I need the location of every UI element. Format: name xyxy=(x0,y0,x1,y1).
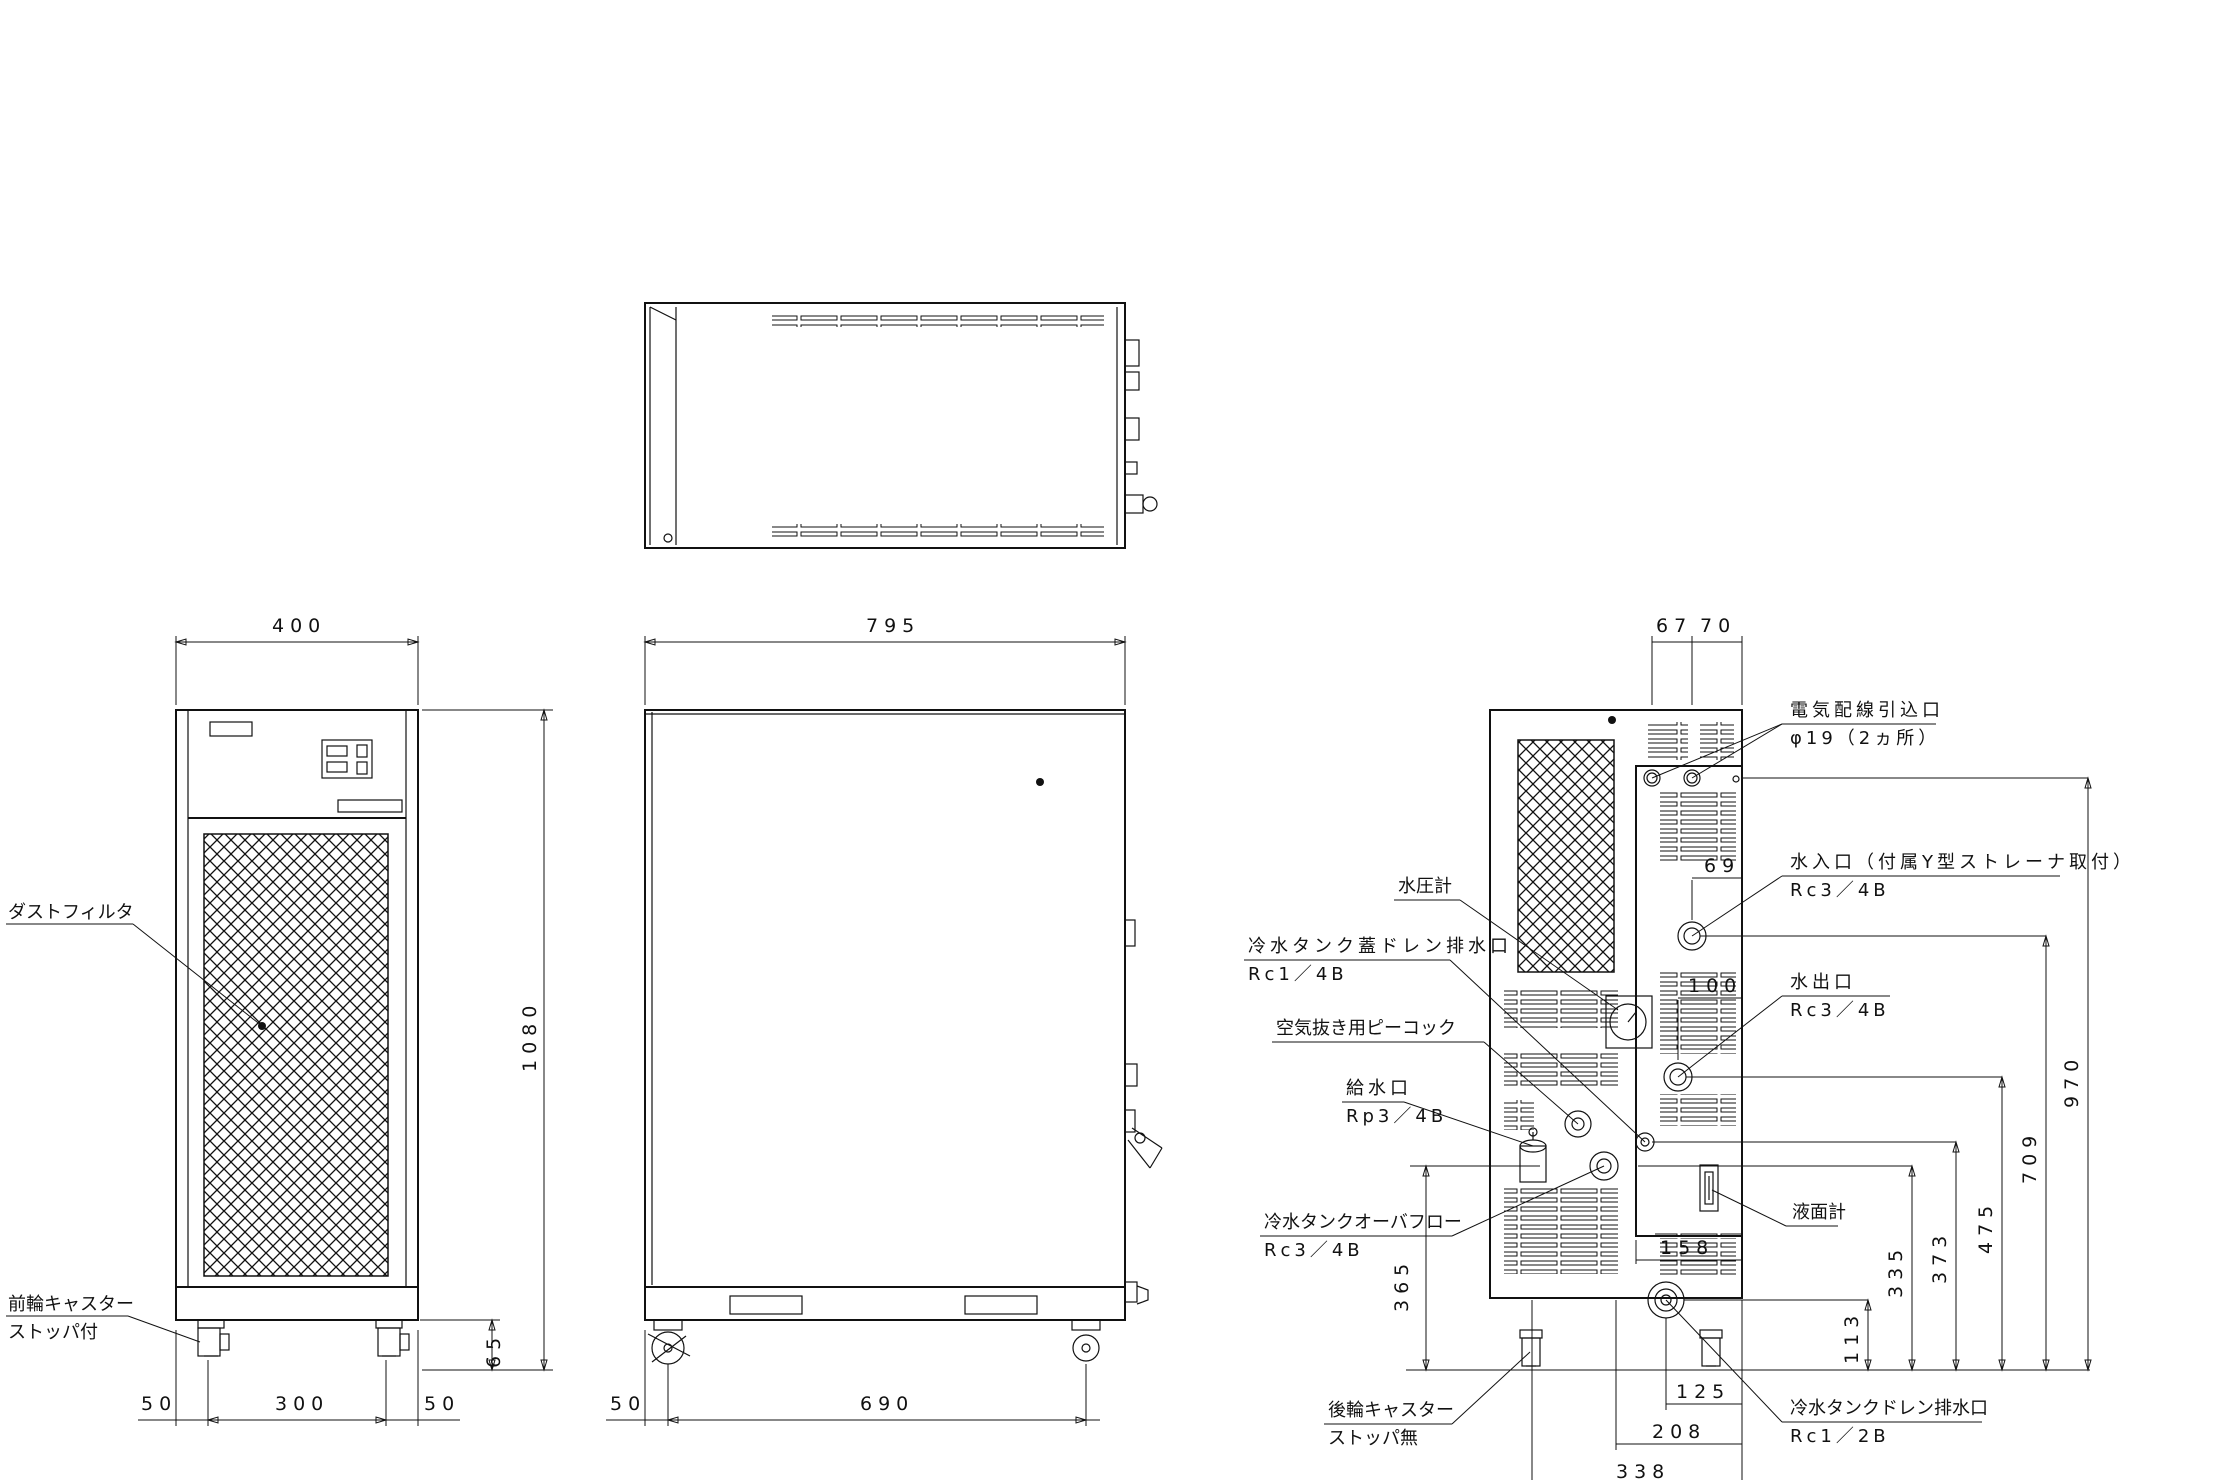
top-view xyxy=(644,302,1158,549)
label-water-inlet-2: Rc3／4B xyxy=(1790,880,1890,901)
rear-labels: 電気配線引込口 φ19（2ヵ所） 水入口（付属Y型ストレーナ取付） Rc3／4B… xyxy=(1244,700,2135,1449)
side-caster-right xyxy=(1071,1319,1101,1362)
label-fill-port-2: Rp3／4B xyxy=(1346,1106,1447,1127)
dim-rear-69: 69 xyxy=(1704,855,1740,877)
dim-rear-338: 338 xyxy=(1616,1461,1670,1480)
dim-side-length: 795 xyxy=(866,615,920,637)
label-front-caster-1: 前輪キャスター xyxy=(8,1294,134,1315)
front-dimensions: 400 1080 65 50 300 50 xyxy=(138,615,553,1426)
label-water-outlet-1: 水出口 xyxy=(1790,972,1856,993)
front-caster-right xyxy=(375,1319,410,1357)
label-elec-inlet-2: φ19（2ヵ所） xyxy=(1790,728,1940,749)
label-dust-filter: ダストフィルタ xyxy=(8,902,134,923)
dim-front-pitch: 300 xyxy=(275,1393,329,1415)
rear-caster-left xyxy=(1519,1329,1543,1367)
rear-dimensions: 67 70 69 100 158 365 113 335 373 475 709 xyxy=(1391,615,2092,1480)
front-view xyxy=(175,709,419,1357)
dim-rear-125: 125 xyxy=(1676,1381,1730,1403)
dim-rear-365: 365 xyxy=(1391,1258,1413,1312)
side-view xyxy=(644,709,1163,1365)
dim-rear-158: 158 xyxy=(1660,1237,1714,1259)
label-rear-caster-1: 後輪キャスター xyxy=(1328,1400,1454,1421)
dim-rear-709: 709 xyxy=(2019,1130,2041,1184)
label-front-caster-2: ストッパ付 xyxy=(8,1322,98,1343)
label-fill-port-1: 給水口 xyxy=(1346,1078,1412,1099)
dim-rear-70: 70 xyxy=(1700,615,1736,637)
dim-front-width: 400 xyxy=(272,615,326,637)
dim-rear-373: 373 xyxy=(1929,1230,1951,1284)
dim-rear-208: 208 xyxy=(1652,1421,1706,1443)
dim-rear-335: 335 xyxy=(1885,1244,1907,1298)
label-lid-drain-2: Rc1／4B xyxy=(1248,964,1348,985)
dim-front-left: 50 xyxy=(141,1393,177,1415)
label-overflow-2: Rc3／4B xyxy=(1264,1240,1364,1261)
dim-side-left: 50 xyxy=(610,1393,646,1415)
dim-rear-100: 100 xyxy=(1688,975,1742,997)
rear-view xyxy=(1489,709,1743,1367)
label-pressure-gauge: 水圧計 xyxy=(1398,876,1452,897)
rear-reference-lines xyxy=(1406,777,2090,1371)
label-tank-drain-1: 冷水タンクドレン排水口 xyxy=(1790,1398,1988,1419)
label-lid-drain-1: 冷水タンク蓋ドレン排水口 xyxy=(1248,936,1512,957)
dim-front-base: 65 xyxy=(483,1332,505,1368)
label-rear-caster-2: ストッパ無 xyxy=(1328,1428,1418,1449)
dim-rear-475: 475 xyxy=(1975,1200,1997,1254)
front-labels: ダストフィルタ 前輪キャスター ストッパ付 xyxy=(6,902,263,1343)
dim-rear-67: 67 xyxy=(1656,615,1692,637)
label-air-vent: 空気抜き用ピーコック xyxy=(1276,1018,1456,1039)
side-caster-left xyxy=(647,1319,691,1365)
rear-caster-right xyxy=(1699,1329,1723,1367)
dim-rear-113: 113 xyxy=(1841,1310,1863,1364)
label-tank-drain-2: Rc1／2B xyxy=(1790,1426,1890,1447)
dim-side-pitch: 690 xyxy=(860,1393,914,1415)
label-elec-inlet-1: 電気配線引込口 xyxy=(1790,700,1944,721)
dim-rear-970: 970 xyxy=(2061,1054,2083,1108)
label-overflow-1: 冷水タンクオーバフロー xyxy=(1264,1212,1462,1233)
dim-front-right: 50 xyxy=(424,1393,460,1415)
label-level-gauge: 液面計 xyxy=(1792,1202,1846,1223)
dim-front-height: 1080 xyxy=(519,1000,541,1072)
side-dimensions: 795 50 690 xyxy=(606,615,1127,1426)
label-water-outlet-2: Rc3／4B xyxy=(1790,1000,1890,1021)
label-water-inlet-1: 水入口（付属Y型ストレーナ取付） xyxy=(1790,852,2135,873)
front-caster-left xyxy=(197,1319,230,1357)
